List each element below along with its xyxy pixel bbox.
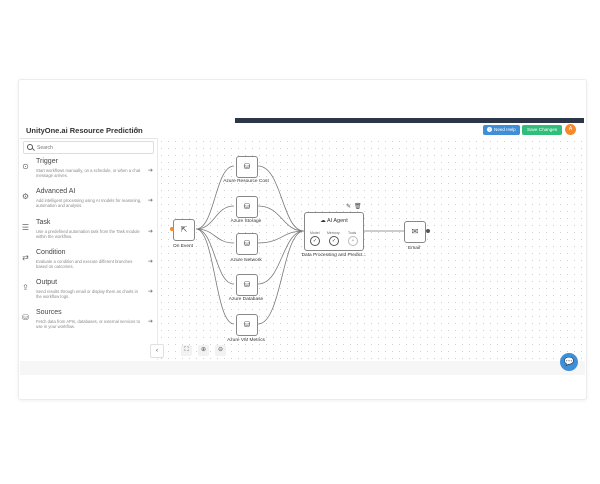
sidebar-item-task[interactable]: ☰ Task Use a predefined automation task … xyxy=(20,218,157,248)
node-azure-storage[interactable]: ⛁ xyxy=(236,196,258,218)
footer-band xyxy=(20,361,585,375)
agent-title: ☁ AI Agent xyxy=(305,218,363,224)
checklist-icon: ☰ xyxy=(21,223,30,232)
node-label: Azure VM Metrics xyxy=(227,338,265,343)
edit-title-icon[interactable]: ✎ xyxy=(134,127,140,134)
cloud-icon: ☁ xyxy=(320,218,326,224)
trigger-dot xyxy=(170,227,174,231)
agent-model-label: Model xyxy=(310,231,320,235)
node-azure-vm-metrics[interactable]: ⛁ xyxy=(236,314,258,336)
zoom-out-button[interactable]: ⊖ xyxy=(215,345,226,356)
workflow-editor: UnityOne.ai Resource Prediction ✎ ?Need … xyxy=(20,123,585,375)
sidebar-item-trigger[interactable]: ⊙ Trigger Start workflows manually, on a… xyxy=(20,157,157,187)
arrow-right-icon: ➔ xyxy=(148,259,154,265)
workflow-canvas[interactable] xyxy=(158,138,585,360)
database-icon: ⛁ xyxy=(22,313,29,322)
database-icon: ⛁ xyxy=(243,280,251,289)
zoom-in-button[interactable]: ⊕ xyxy=(198,345,209,356)
agent-memory-label: Memory xyxy=(327,231,340,235)
chat-button[interactable]: 💬 xyxy=(560,353,578,371)
node-azure-resource-cost[interactable]: ⛁ xyxy=(236,156,258,178)
arrow-right-icon: ➔ xyxy=(148,289,154,295)
sidebar-item-label: Output xyxy=(36,279,58,286)
collapse-sidebar-button[interactable]: ‹ xyxy=(150,344,164,358)
save-changes-button[interactable]: Save Changes xyxy=(522,125,563,135)
zoom-out-icon: ⊖ xyxy=(217,347,224,353)
arrow-right-icon: ➔ xyxy=(148,319,154,325)
search-box[interactable] xyxy=(23,141,154,154)
chat-icon: 💬 xyxy=(564,357,574,366)
node-label: Azure Database xyxy=(228,297,264,302)
arrow-right-icon: ➔ xyxy=(148,229,154,235)
sidebar-item-output[interactable]: ⇪ Output Send results through email or d… xyxy=(20,278,157,308)
sidebar-item-desc: Evaluate a condition and execute differe… xyxy=(36,259,133,270)
arrow-right-icon: ➔ xyxy=(148,168,154,174)
node-label: On Event xyxy=(173,244,193,249)
sidebar-item-label: Advanced AI xyxy=(36,188,76,195)
play-circle-icon: ⊙ xyxy=(22,162,29,171)
email-icon: ✉ xyxy=(411,227,419,236)
agent-title-text: AI Agent xyxy=(326,218,348,224)
node-email[interactable]: ✉ xyxy=(404,221,426,243)
node-label: Azure Resource Cost xyxy=(223,179,269,184)
delete-node-icon[interactable]: 🗑 xyxy=(354,204,362,210)
page-title: UnityOne.ai Resource Prediction xyxy=(26,126,143,135)
search-input[interactable] xyxy=(37,142,147,153)
node-azure-network[interactable]: ⛁ xyxy=(236,233,258,255)
search-icon xyxy=(27,144,33,150)
sidebar-item-label: Condition xyxy=(36,249,66,256)
model-check-icon[interactable]: ✓ xyxy=(310,236,320,246)
node-palette-sidebar: ⊙ Trigger Start workflows manually, on a… xyxy=(20,138,158,360)
arrow-right-icon: ➔ xyxy=(148,198,154,204)
node-label: Azure Storage xyxy=(230,219,262,224)
help-icon: ? xyxy=(487,127,492,133)
memory-check-icon[interactable]: ✓ xyxy=(329,236,339,246)
database-icon: ⛁ xyxy=(243,320,251,329)
node-on-event[interactable]: ⇱ xyxy=(173,219,195,241)
tools-add-icon[interactable]: + xyxy=(348,236,358,246)
sidebar-item-sources[interactable]: ⛁ Sources Fetch data from APIs, database… xyxy=(20,308,157,338)
node-azure-database[interactable]: ⛁ xyxy=(236,274,258,296)
node-ai-agent[interactable]: ☁ AI Agent Model Memory Tools ✓ ✓ + xyxy=(304,212,364,251)
database-icon: ⛁ xyxy=(243,202,251,211)
export-icon: ⇪ xyxy=(22,283,29,292)
cursor-icon: ⇱ xyxy=(180,225,188,234)
sidebar-item-advanced-ai[interactable]: ⚙ Advanced AI Add intelligent processing… xyxy=(20,187,157,217)
output-dot xyxy=(426,229,430,233)
zoom-in-icon: ⊕ xyxy=(200,347,207,353)
database-icon: ⛁ xyxy=(243,162,251,171)
agent-tools-label: Tools xyxy=(348,231,357,235)
node-label: Email xyxy=(408,246,420,251)
sidebar-item-desc: Start workflows manually, on a schedule,… xyxy=(36,168,141,179)
database-icon: ⛁ xyxy=(243,239,251,248)
sidebar-item-condition[interactable]: ⇄ Condition Evaluate a condition and exe… xyxy=(20,248,157,278)
need-help-label: Need Help xyxy=(494,127,516,132)
sidebar-item-desc: Add intelligent processing using AI mode… xyxy=(36,198,142,209)
sidebar-item-label: Trigger xyxy=(36,158,58,165)
sidebar-item-desc: Use a predefined automation task from th… xyxy=(36,229,140,240)
need-help-button[interactable]: ?Need Help xyxy=(483,125,520,135)
edit-node-icon[interactable]: ✎ xyxy=(346,204,352,210)
sidebar-item-desc: Send results through email or display th… xyxy=(36,289,138,300)
avatar[interactable]: A xyxy=(565,124,576,135)
top-accent-bar xyxy=(235,118,584,123)
branch-icon: ⇄ xyxy=(22,253,29,262)
sidebar-item-desc: Fetch data from APIs, databases, or exte… xyxy=(36,319,141,330)
agent-caption: Data Processing and Predict... xyxy=(301,253,367,258)
sidebar-item-label: Task xyxy=(36,219,51,226)
fit-view-icon: ⛶ xyxy=(184,347,189,353)
sidebar-item-label: Sources xyxy=(36,309,62,316)
node-label: Azure Network xyxy=(230,258,262,263)
fit-view-button[interactable]: ⛶ xyxy=(181,345,192,356)
gear-icon: ⚙ xyxy=(21,192,30,201)
